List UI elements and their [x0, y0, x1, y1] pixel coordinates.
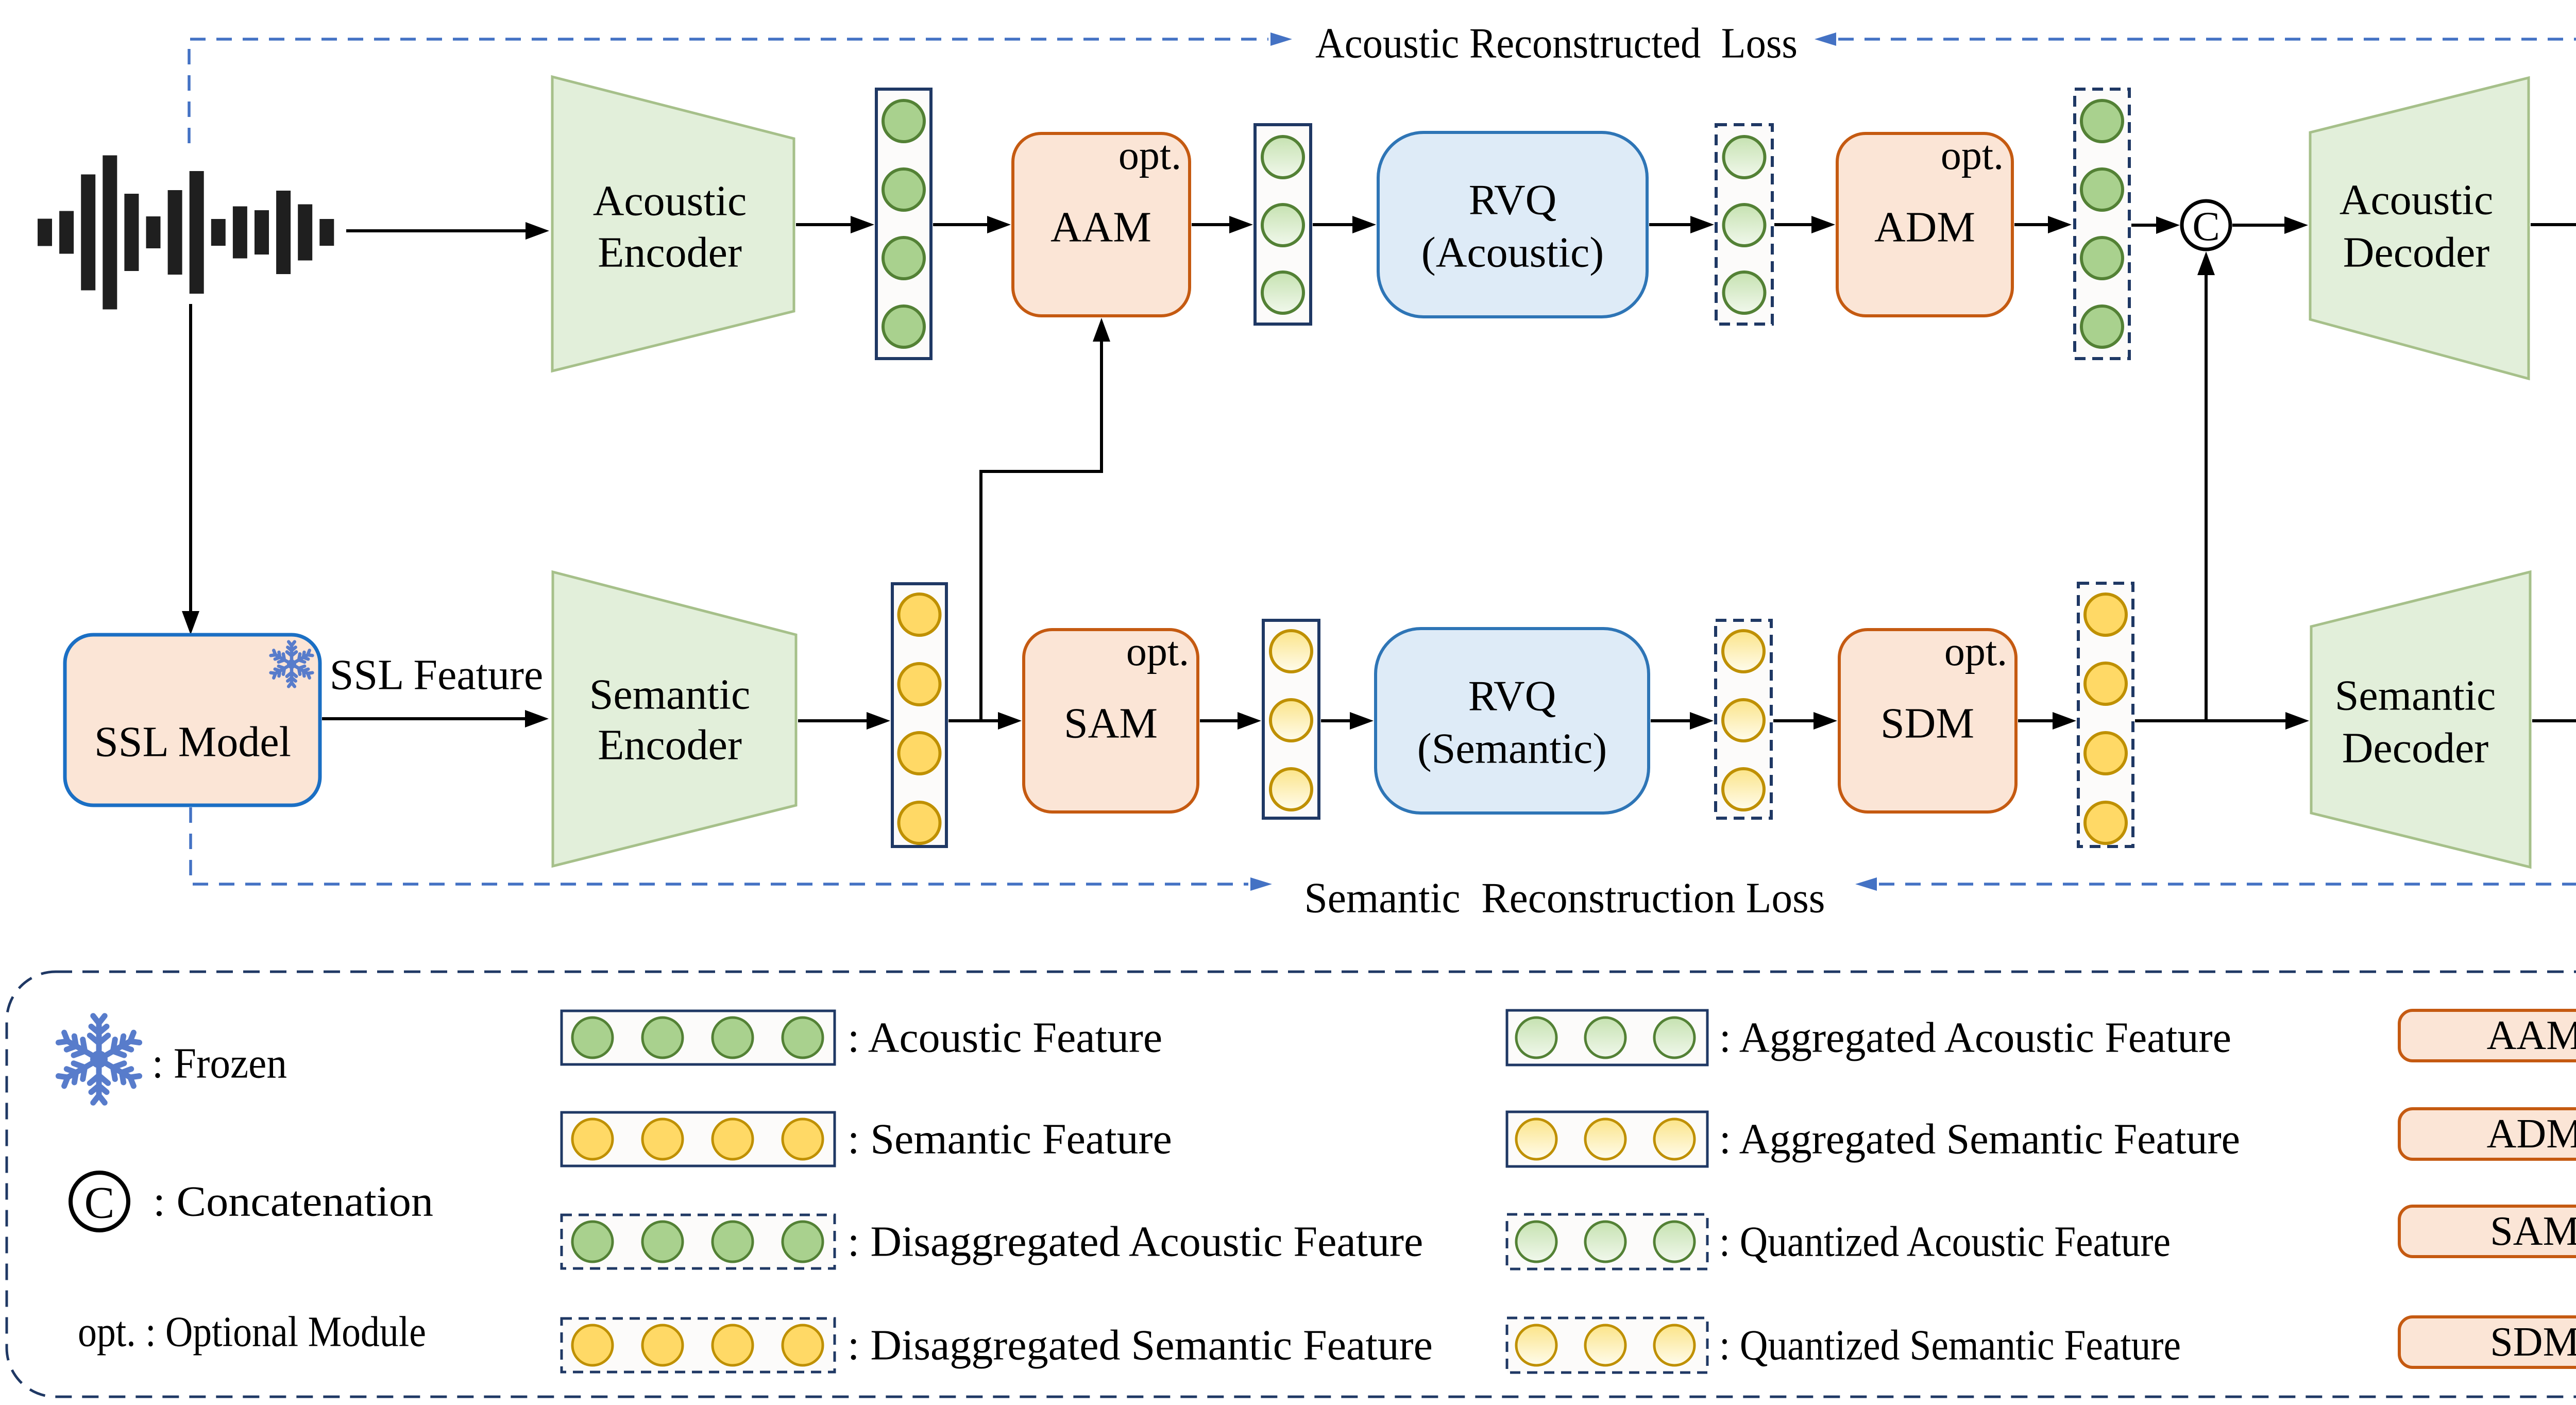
svg-text:opt. : Optional Module: opt. : Optional Module [78, 1308, 426, 1356]
svg-text:Semantic Reconstruction Loss: Semantic Reconstruction Loss [1304, 874, 1825, 922]
svg-text:C: C [2192, 204, 2219, 249]
svg-text:opt.: opt. [1944, 629, 2007, 674]
svg-text:Encoder: Encoder [598, 229, 742, 277]
svg-text:RVQ: RVQ [1468, 672, 1556, 720]
svg-text:Decoder: Decoder [2343, 229, 2490, 277]
svg-text:(Semantic): (Semantic) [1417, 725, 1607, 773]
svg-text:: Frozen: : Frozen [152, 1040, 287, 1088]
svg-text:C: C [84, 1178, 115, 1228]
svg-text:: Aggregated Acoustic Feature: : Aggregated Acoustic Feature [1719, 1014, 2231, 1062]
svg-text:Semantic: Semantic [2335, 672, 2496, 720]
svg-text:opt.: opt. [1126, 629, 1189, 674]
svg-text:: Quantized Semantic Feature: : Quantized Semantic Feature [1719, 1322, 2181, 1369]
svg-text:Encoder: Encoder [598, 721, 742, 769]
svg-text:: Disaggregated Semantic Featu: : Disaggregated Semantic Feature [848, 1322, 1433, 1369]
svg-text:: Quantized Acoustic Feature: : Quantized Acoustic Feature [1719, 1218, 2171, 1266]
svg-text:ADM: ADM [1874, 204, 1975, 251]
svg-text:: Concatenation: : Concatenation [153, 1178, 433, 1226]
svg-text:opt.: opt. [1941, 133, 2004, 178]
svg-text:opt.: opt. [1118, 133, 1181, 178]
svg-text:: Aggregated Semantic Feature: : Aggregated Semantic Feature [1719, 1115, 2240, 1163]
svg-text:SAM: SAM [1064, 700, 1158, 748]
svg-text:SDM: SDM [2490, 1319, 2576, 1365]
svg-text:SSL Model: SSL Model [94, 718, 291, 766]
svg-text:: Semantic Feature: : Semantic Feature [848, 1115, 1172, 1163]
svg-text:SSL Feature: SSL Feature [330, 651, 544, 699]
svg-text:(Acoustic): (Acoustic) [1421, 229, 1604, 277]
svg-text:Acoustic Reconstructed Loss: Acoustic Reconstructed Loss [1315, 20, 1798, 67]
svg-text:SDM: SDM [1880, 700, 1974, 748]
svg-text:: Acoustic Feature: : Acoustic Feature [848, 1014, 1162, 1062]
svg-text:Acoustic: Acoustic [2340, 176, 2494, 224]
svg-text:RVQ: RVQ [1469, 176, 1557, 224]
svg-text:AAM: AAM [1050, 204, 1151, 251]
svg-text:Semantic: Semantic [589, 671, 751, 719]
svg-text:: Disaggregated Acoustic Featu: : Disaggregated Acoustic Feature [848, 1218, 1423, 1266]
svg-text:Acoustic: Acoustic [593, 177, 747, 225]
svg-text:SAM: SAM [2490, 1209, 2576, 1254]
svg-text:Decoder: Decoder [2342, 724, 2489, 772]
svg-text:ADM: ADM [2487, 1111, 2576, 1157]
svg-text:AAM: AAM [2487, 1013, 2576, 1058]
